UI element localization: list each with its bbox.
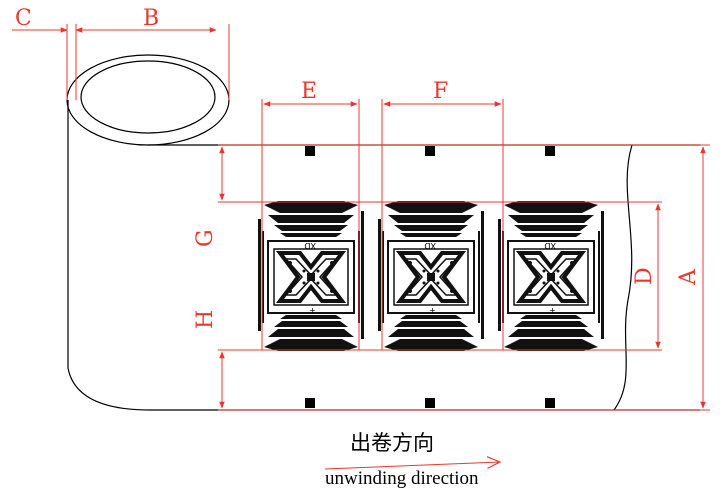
roll-inner-ellipse (80, 60, 216, 134)
caption-chinese: 出卷方向 (350, 431, 434, 455)
tag-code: XD (304, 241, 316, 250)
dim-label-e: E (301, 79, 317, 104)
roll-outer-ellipse (66, 54, 230, 146)
dimension-lines (12, 24, 710, 411)
tag-plus-mark: + (549, 306, 556, 315)
sense-mark (425, 398, 435, 408)
dim-label-c: C (15, 6, 32, 31)
tag-plus-mark: + (429, 306, 436, 315)
sense-mark (305, 146, 315, 156)
dim-label-h: H (193, 310, 218, 329)
dim-label-g: G (193, 229, 218, 247)
dim-label-a: A (676, 268, 701, 286)
dim-label-d: D (632, 267, 657, 285)
direction-arrow (324, 462, 500, 470)
rfid-tag: XD + (256, 199, 366, 353)
dim-label-b: B (143, 6, 159, 31)
tag-code: XD (424, 241, 436, 250)
label-web (148, 144, 700, 411)
sense-marks (305, 146, 555, 408)
web-break-line (613, 144, 633, 411)
rfid-tag: XD + (376, 199, 486, 353)
tag-plus-mark: + (309, 306, 316, 315)
caption-english: unwinding direction (325, 468, 479, 489)
roll-bottom-curve (67, 367, 151, 411)
dim-label-f: F (433, 79, 448, 104)
sense-mark (545, 146, 555, 156)
rfid-tag: XD + (496, 199, 606, 353)
sense-mark (305, 398, 315, 408)
sense-mark (425, 146, 435, 156)
tag-code: XD (544, 241, 556, 250)
sense-mark (545, 398, 555, 408)
